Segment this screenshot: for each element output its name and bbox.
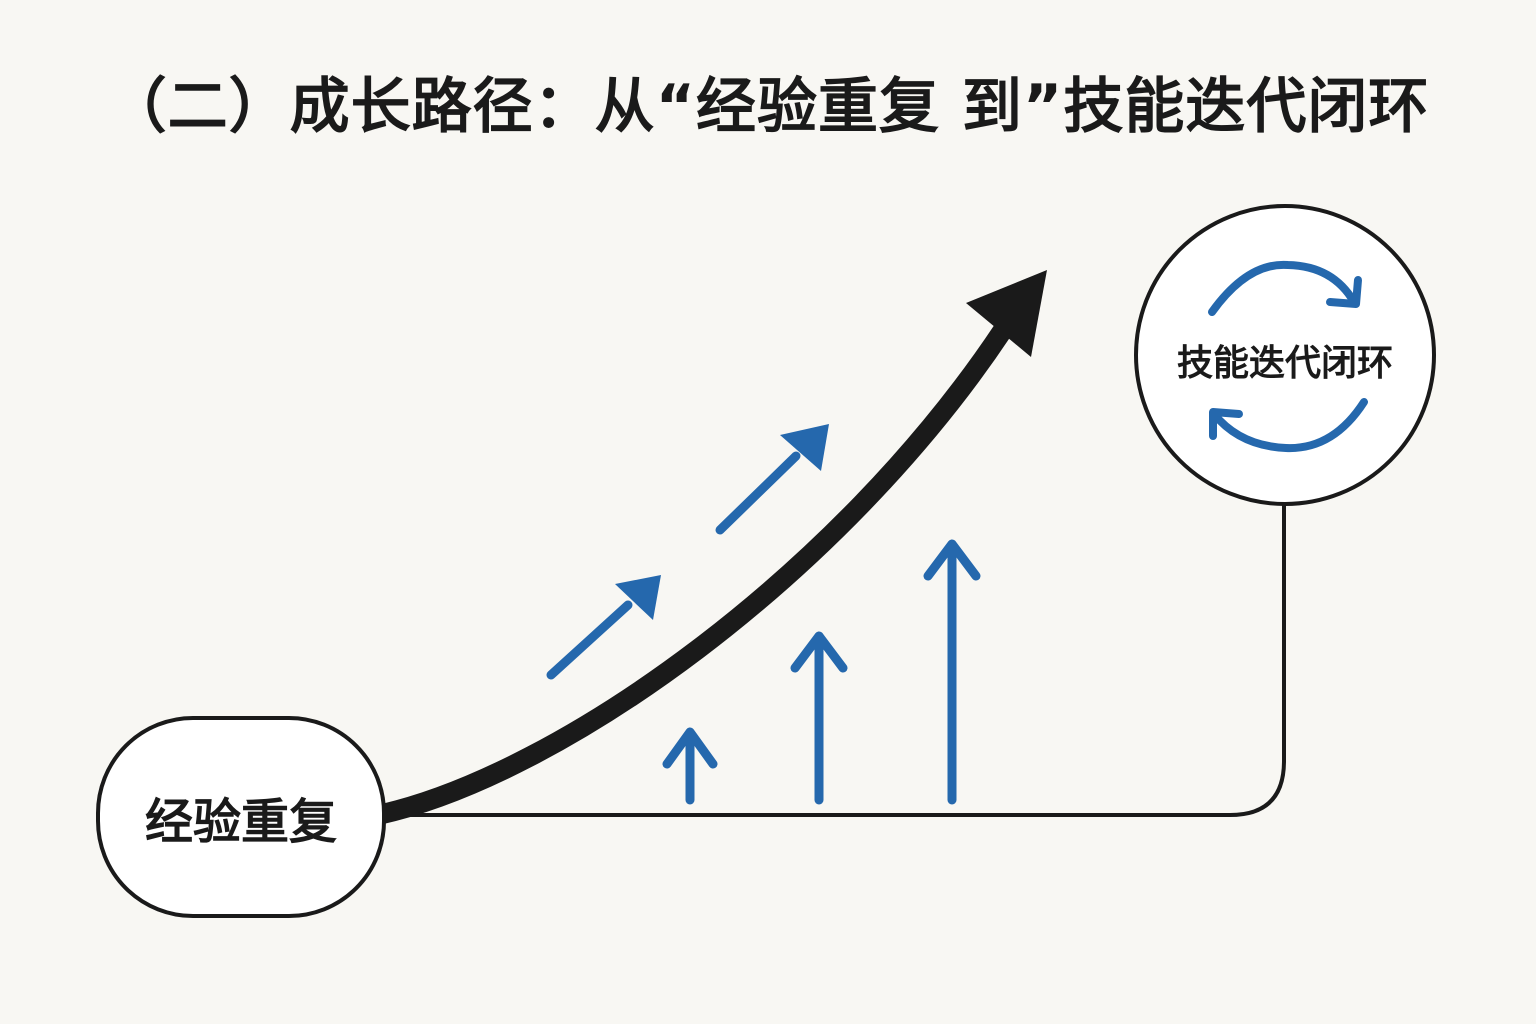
diagonal-arrow-lower (546, 575, 661, 680)
cycle-arrows-icon (1208, 260, 1368, 453)
growth-curve-arrow (375, 324, 1012, 825)
rising-arrow-medium (790, 631, 848, 805)
end-node: 技能迭代闭环 (1134, 204, 1436, 506)
page-title: （二）成长路径：从“经验重复 到”技能迭代闭环 (106, 72, 1430, 142)
diagonal-arrow-upper (715, 424, 829, 535)
rising-arrow-large (923, 539, 981, 805)
baseline-connector (380, 500, 1286, 817)
rising-arrow-small (662, 727, 718, 805)
growth-curve-arrowhead (966, 270, 1047, 357)
start-node: 经验重复 (96, 716, 386, 918)
start-node-label: 经验重复 (144, 794, 337, 850)
end-node-label: 技能迭代闭环 (1176, 343, 1393, 384)
